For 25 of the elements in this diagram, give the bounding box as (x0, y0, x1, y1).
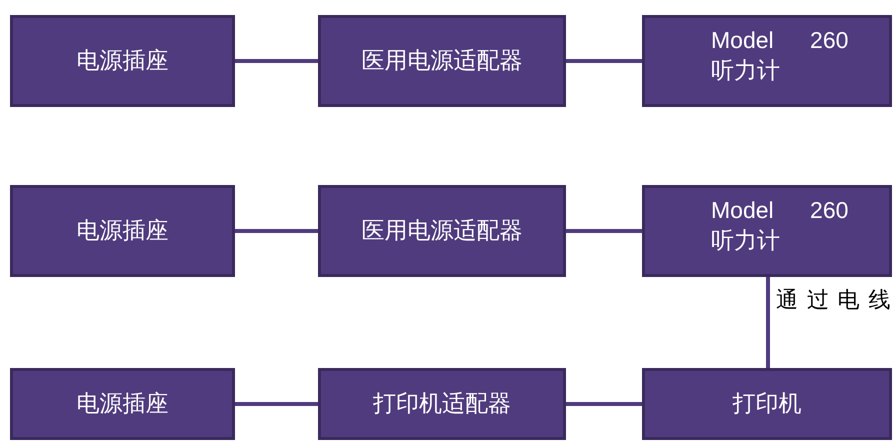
box-label: Model 260 听力计 (711, 26, 850, 85)
connector-line (235, 229, 318, 233)
process-box (318, 15, 566, 107)
process-box (642, 15, 892, 107)
process-box (10, 368, 235, 440)
process-box (318, 368, 566, 440)
connector-line (566, 229, 642, 233)
process-box (10, 185, 235, 277)
connector-line (566, 402, 642, 406)
box-label: 医用电源适配器 (362, 216, 522, 246)
process-box (642, 185, 892, 277)
box-label: 电源插座 (76, 216, 168, 246)
process-box (318, 185, 566, 277)
box-label: 打印机适配器 (373, 389, 511, 418)
box-label: 医用电源适配器 (362, 46, 522, 76)
box-label: 电源插座 (76, 46, 168, 76)
connector-line (766, 277, 770, 368)
box-label: 打印机 (732, 389, 802, 418)
process-box (642, 368, 892, 440)
process-box (10, 15, 235, 107)
connector-line (566, 59, 642, 63)
box-label: Model 260 听力计 (711, 196, 850, 255)
box-label: 电源插座 (76, 389, 168, 418)
connector-line (235, 402, 318, 406)
connector-line (235, 59, 318, 63)
